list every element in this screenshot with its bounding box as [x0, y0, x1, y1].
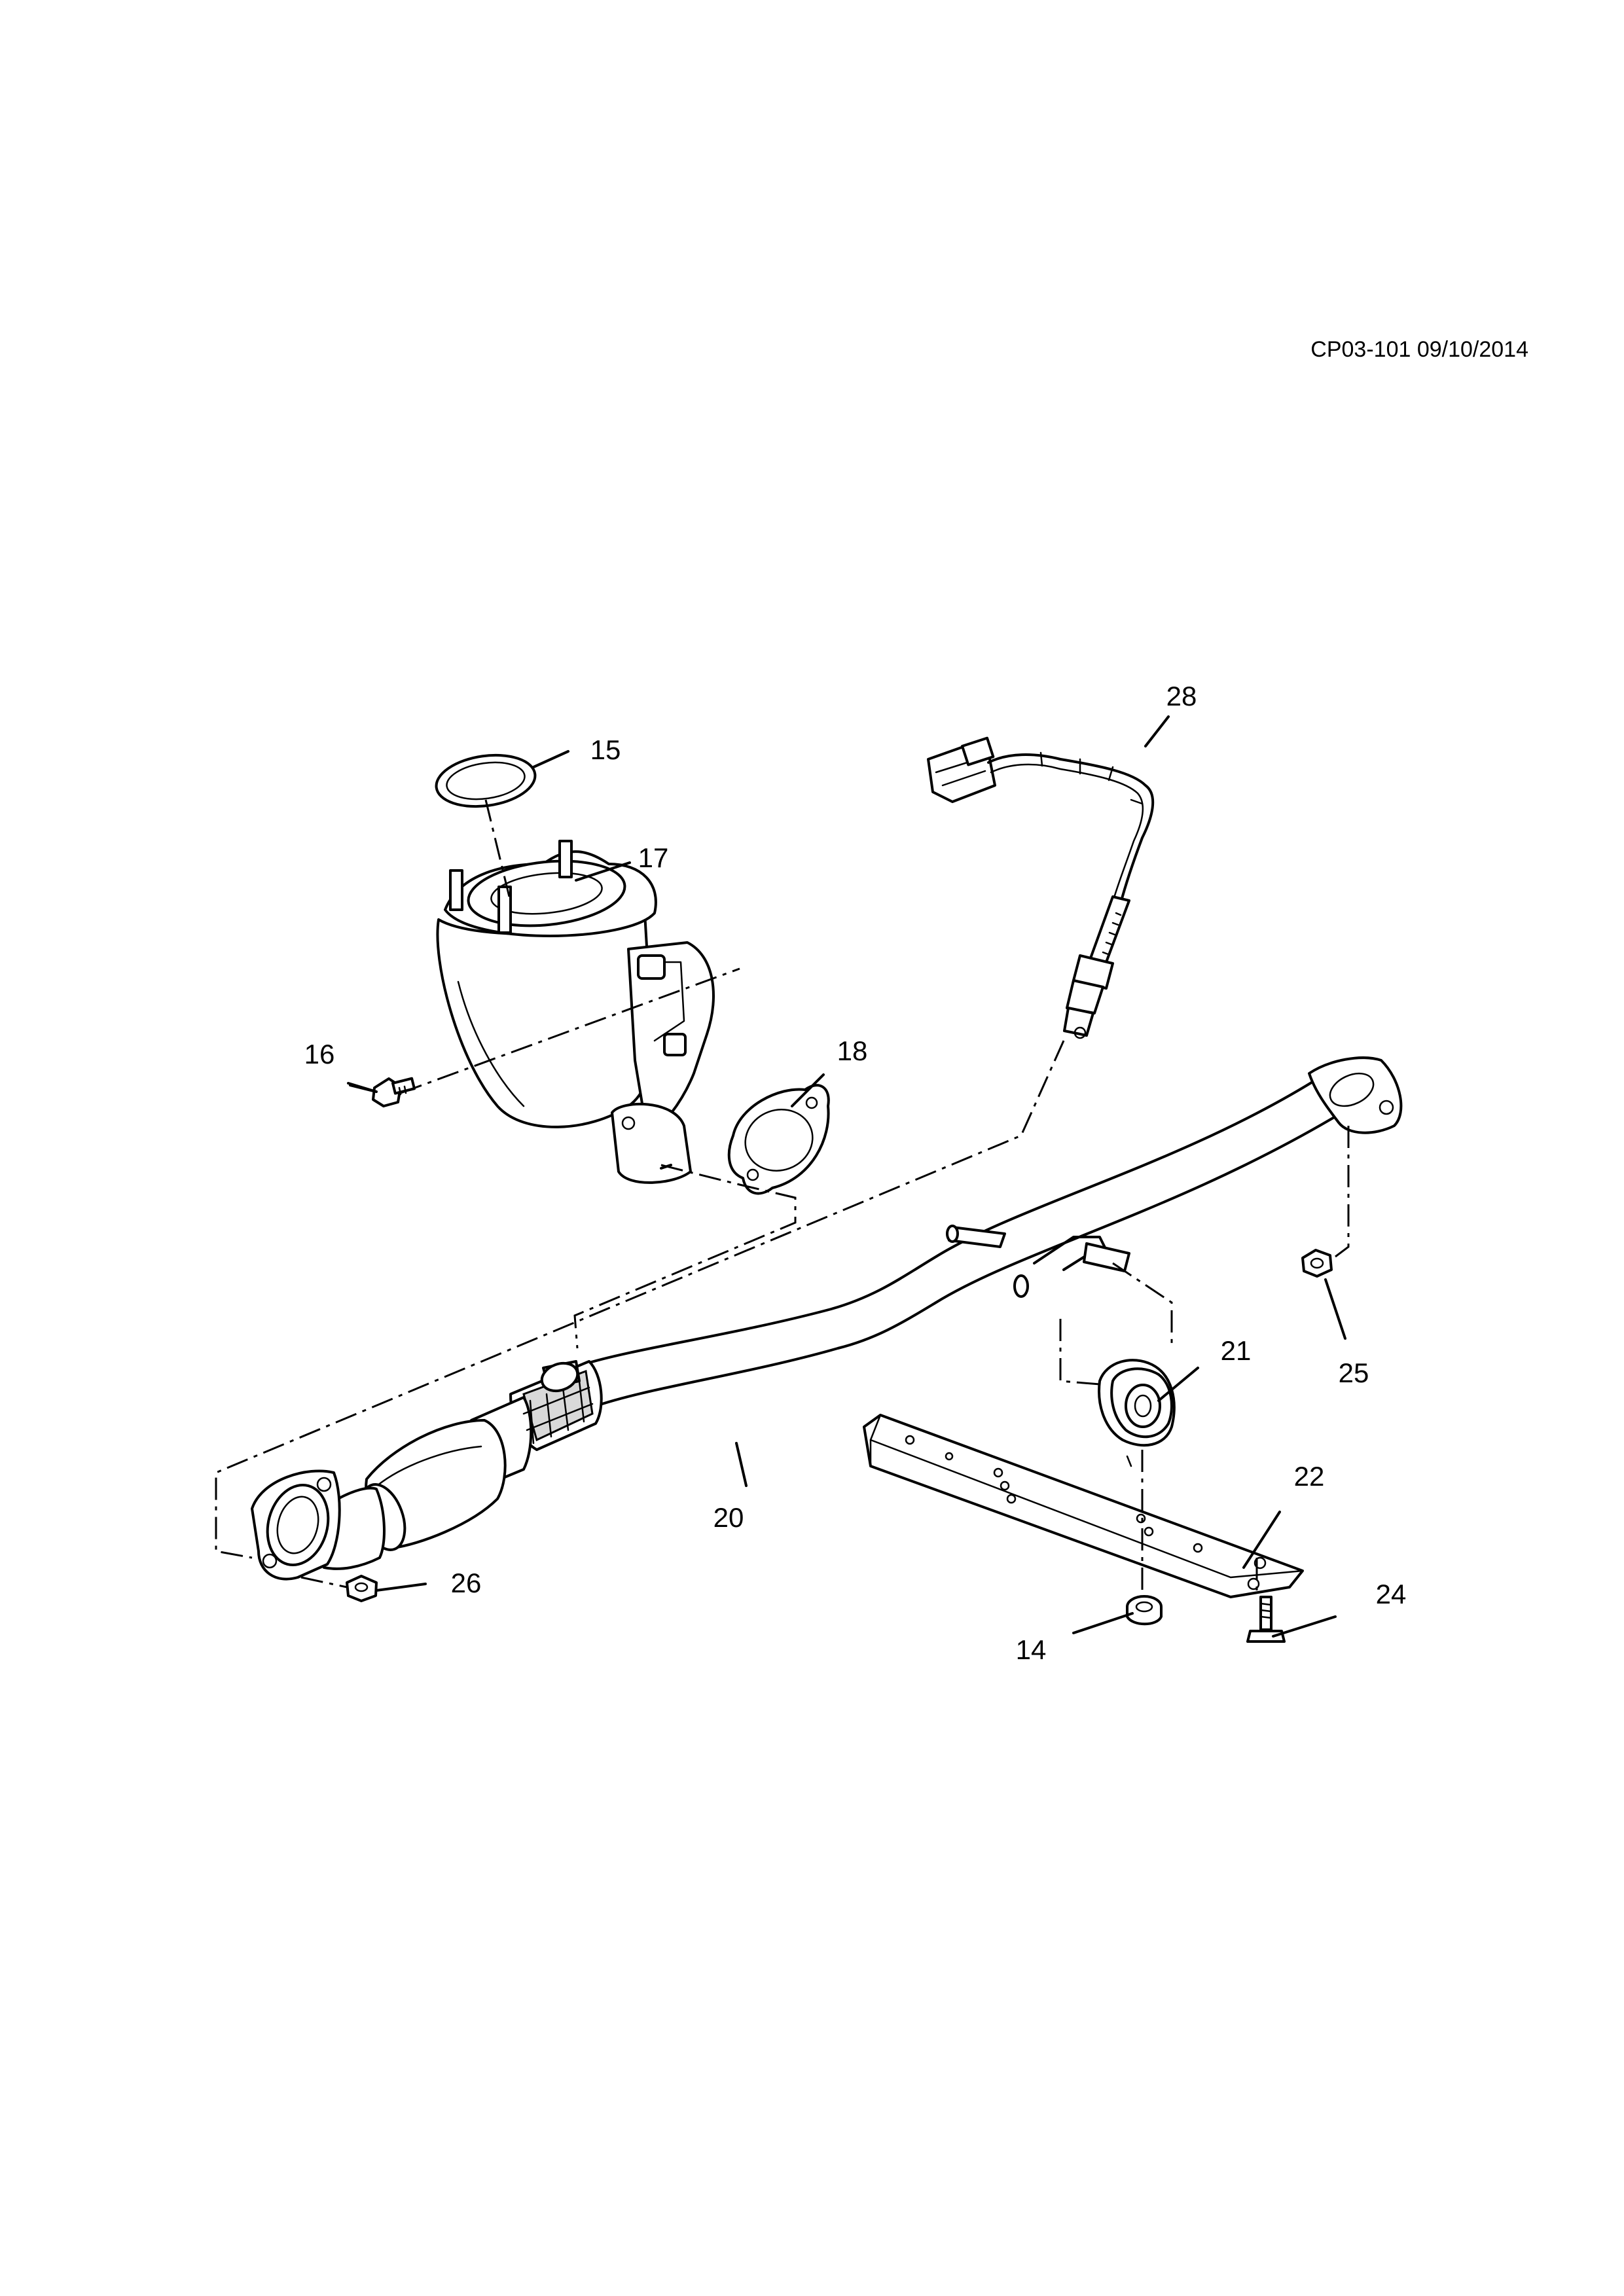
part-18-gasket — [727, 1084, 830, 1195]
callouts: 15 17 16 18 28 21 25 20 22 26 24 14 — [304, 681, 1407, 1665]
part-21-rubber-insulator — [1098, 1359, 1176, 1467]
part-16-bolt — [372, 1077, 416, 1107]
callout-26: 26 — [451, 1568, 482, 1598]
callout-16: 16 — [304, 1039, 335, 1069]
callout-14: 14 — [1016, 1634, 1047, 1665]
callout-18: 18 — [837, 1035, 868, 1066]
document-code: CP03-101 09/10/2014 — [1310, 337, 1528, 362]
callout-21: 21 — [1221, 1335, 1252, 1366]
callout-15: 15 — [590, 734, 621, 765]
part-15-gasket-ring — [435, 753, 537, 808]
part-25-nut — [1301, 1249, 1333, 1278]
part-22-bracket — [863, 1414, 1304, 1598]
callout-22: 22 — [1294, 1461, 1325, 1492]
callout-25: 25 — [1339, 1357, 1369, 1388]
part-26-nut — [346, 1575, 378, 1602]
callout-28: 28 — [1166, 681, 1197, 711]
leader-lines — [347, 715, 1346, 1638]
assembly-lines — [215, 799, 1350, 1597]
part-28-oxygen-sensor — [927, 736, 1155, 1039]
callout-20: 20 — [713, 1502, 744, 1533]
part-20-exhaust-pipe — [251, 1056, 1403, 1581]
part-14-nut — [1126, 1595, 1163, 1626]
part-17-catalytic-converter — [436, 840, 715, 1184]
part-24-bolt — [1246, 1596, 1286, 1643]
callout-17: 17 — [638, 842, 669, 873]
callout-24: 24 — [1376, 1579, 1407, 1609]
